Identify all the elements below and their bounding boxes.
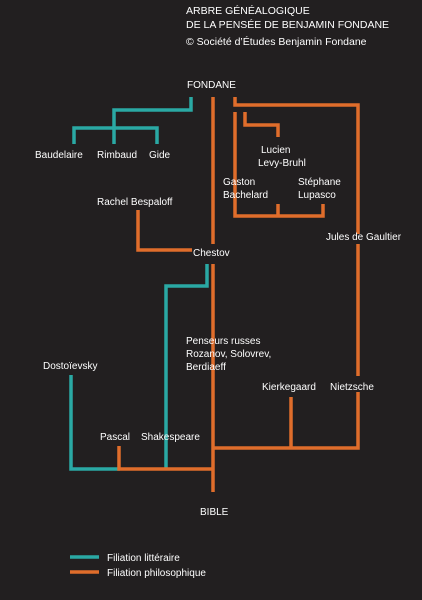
legend-philosophical-label: Filiation philosophique [107,568,206,579]
connector-dostoievsky [69,375,120,471]
connector-fondane-poets [112,97,193,144]
connector-bespaloff [136,210,192,252]
header-title-line2: DE LA PENSÉE DE BENJAMIN FONDANE [186,18,389,31]
node-stephane-line2: Lupasco [298,190,336,201]
node-chestov: Chestov [193,248,230,259]
node-bible: BIBLE [200,507,229,518]
node-fondane: FONDANE [187,80,236,91]
node-kierkegaard: Kierkegaard [262,382,316,393]
node-nietzsche: Nietzsche [330,382,374,393]
connector-fondane-gaultier [233,97,360,234]
literary-connectors [69,97,209,471]
node-lucien-line1: Lucien [261,145,290,156]
node-penseurs-line3: Berdiaeff [186,362,226,373]
connector-chestov-shakespeare [164,264,209,469]
node-gide: Gide [149,150,171,161]
node-gaston-line1: Gaston [223,177,255,188]
node-rimbaud: Rimbaud [97,150,137,161]
node-dostoievsky: Dostoïevsky [43,361,97,372]
connector-poets-bar [72,126,159,144]
node-penseurs-line2: Rozanov, Solovrev, [186,349,271,360]
node-pascal: Pascal [100,432,130,443]
header-title-line1: ARBRE GÉNÉALOGIQUE [186,4,310,17]
node-gaston-line2: Bachelard [223,190,268,201]
node-lucien-line2: Levy-Bruhl [258,158,306,169]
node-baudelaire: Baudelaire [35,150,83,161]
node-shakespeare: Shakespeare [141,432,200,443]
header-copyright: © Société d’Études Benjamin Fondane [186,35,367,48]
node-bespaloff: Rachel Bespaloff [97,197,173,208]
connector-levybruhl [243,112,280,137]
node-gaultier: Jules de Gaultier [326,232,402,243]
legend-literary-label: Filiation littéraire [107,553,180,564]
philosophical-connectors [117,97,360,492]
connector-pascal-bar [117,446,213,471]
node-penseurs-line1: Penseurs russes [186,336,260,347]
node-stephane-line1: Stéphane [298,177,341,188]
legend: Filiation littéraire Filiation philosoph… [70,553,206,579]
connector-nietzsche-bar [213,392,360,450]
